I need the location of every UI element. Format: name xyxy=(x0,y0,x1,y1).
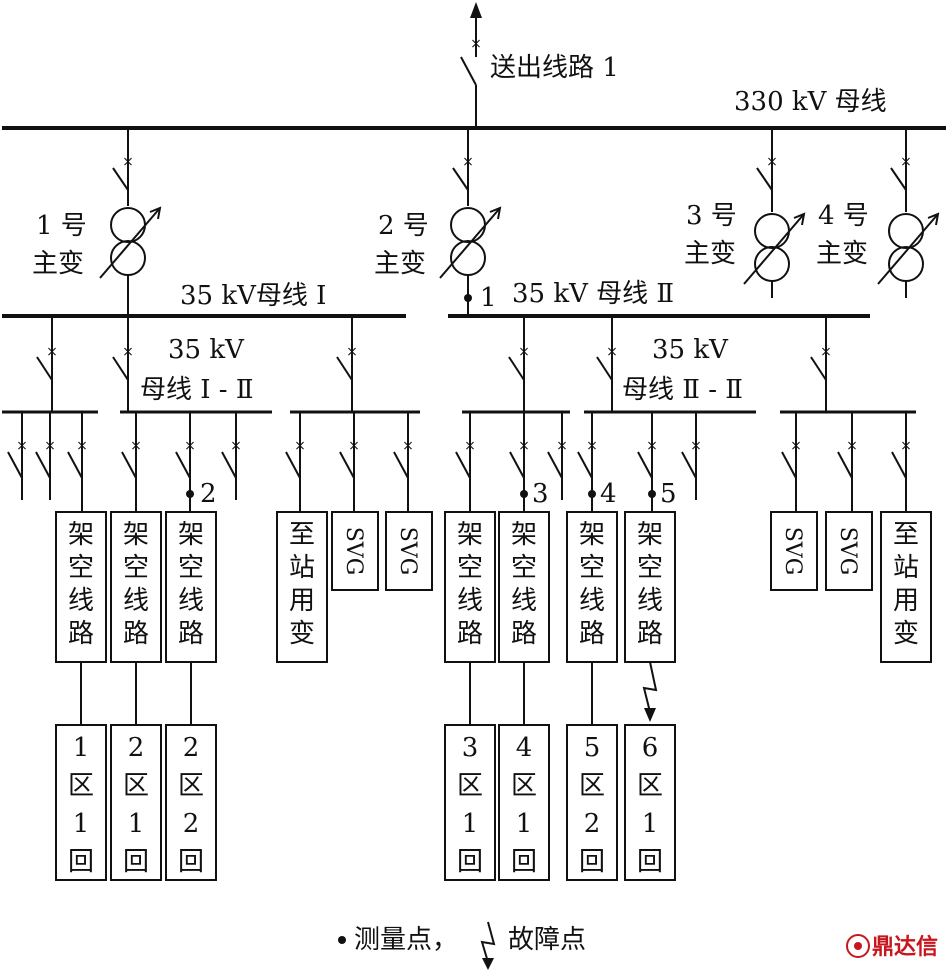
breaker-marks: × × × × × × × × × × × × × × × × × × × × × × × × × × × × xyxy=(16,154,912,454)
legend-measure: 测量点 xyxy=(354,925,432,955)
svg-text:×: × xyxy=(586,438,598,454)
svg-text:×: × xyxy=(820,344,832,360)
bus-35-1-2-name: 母线 Ⅰ - Ⅱ xyxy=(140,375,254,405)
t3-num-label: 3 号 xyxy=(686,201,737,231)
branch-bus2-a xyxy=(508,316,525,412)
bus-35-1-label: 35 kV母线 Ⅰ xyxy=(180,281,326,311)
svg-text:×: × xyxy=(44,438,56,454)
svg-text:×: × xyxy=(462,154,474,170)
t4-name-label: 主变 xyxy=(816,239,868,269)
svg-text:×: × xyxy=(900,154,912,170)
svg-text:×: × xyxy=(766,154,778,170)
transformer-1 xyxy=(99,128,162,316)
measure-point-2: 2 xyxy=(200,479,217,509)
svg-text:×: × xyxy=(46,344,58,360)
logo-text: 鼎达信 xyxy=(872,934,938,960)
overhead-line-box-label: 架空线路 xyxy=(123,520,149,649)
legend: 测量点 ， 故障点 xyxy=(338,921,586,970)
transformer-4 xyxy=(877,128,940,298)
t1-name-label: 主变 xyxy=(32,249,84,279)
legend-fault: 故障点 xyxy=(508,925,586,955)
svg-text:×: × xyxy=(846,438,858,454)
svg-text:×: × xyxy=(518,344,530,360)
svg-text:×: × xyxy=(122,344,134,360)
zone-connectors xyxy=(80,662,593,725)
measure-point-4: 4 xyxy=(600,479,617,509)
fault-symbol xyxy=(642,661,658,722)
svg-text:×: × xyxy=(690,438,702,454)
bus-330-label: 330 kV 母线 xyxy=(734,87,887,117)
outgoing-line: × xyxy=(460,2,482,128)
watermark-logo: 鼎达信 xyxy=(846,934,938,960)
svg-text:×: × xyxy=(346,344,358,360)
t3-name-label: 主变 xyxy=(684,239,736,269)
t2-name-label: 主变 xyxy=(374,249,426,279)
svg-box-label: SVG xyxy=(780,527,805,576)
svg-text:×: × xyxy=(16,438,28,454)
overhead-line-box-label: 架空线路 xyxy=(579,520,605,649)
branch-bus2-c xyxy=(810,316,827,412)
bus-35-1-2-kv: 35 kV xyxy=(168,335,245,365)
svg-text:×: × xyxy=(464,438,476,454)
transformer-3 xyxy=(743,128,806,298)
svg-text:×: × xyxy=(606,344,618,360)
branch-bus1-right xyxy=(336,316,353,412)
svg-text:×: × xyxy=(900,438,912,454)
svg-text:×: × xyxy=(294,438,306,454)
box-labels: 架空线路 架空线路 架空线路 架空线路 架空线路 架空线路 架空线路 至站用变 至站用变 SVG S… xyxy=(68,520,919,877)
overhead-line-box-label: 架空线路 xyxy=(178,520,204,649)
svg-text:×: × xyxy=(130,438,142,454)
outgoing-line-label: 送出线路 1 xyxy=(490,53,619,83)
branch-bus2-b xyxy=(596,316,613,412)
branch-bus1-mid xyxy=(112,316,129,412)
svg-box-label: SVG xyxy=(835,527,860,576)
bus-35-2-2-kv: 35 kV xyxy=(652,335,729,365)
measure-dots xyxy=(186,294,656,498)
t2-num-label: 2 号 xyxy=(378,211,429,241)
svg-text:×: × xyxy=(76,438,88,454)
measure-point-5: 5 xyxy=(660,479,677,509)
station-transformer-box-label: 至站用变 xyxy=(893,520,919,649)
zone-boxes xyxy=(55,724,676,881)
overhead-line-box-label: 架空线路 xyxy=(457,520,483,649)
svg-text:×: × xyxy=(518,438,530,454)
station-transformer-box-label: 至站用变 xyxy=(289,520,315,649)
svg-text:×: × xyxy=(230,438,242,454)
svg-box-label: SVG xyxy=(395,527,420,576)
legend-sep: ， xyxy=(432,925,458,955)
svg-text:×: × xyxy=(470,36,482,52)
overhead-line-box-label: 架空线路 xyxy=(637,520,663,649)
measure-point-3: 3 xyxy=(532,479,549,509)
transformer-2 xyxy=(439,128,502,316)
feeders xyxy=(7,412,907,512)
bus-35-2-label: 35 kV 母线 Ⅱ xyxy=(512,279,674,309)
bus-35-2-2-name: 母线 Ⅱ - Ⅱ xyxy=(622,375,743,405)
svg-text:×: × xyxy=(184,438,196,454)
svg-box-label: SVG xyxy=(341,527,366,576)
t4-num-label: 4 号 xyxy=(818,201,869,231)
overhead-line-box-label: 架空线路 xyxy=(68,520,94,649)
overhead-line-box-label: 架空线路 xyxy=(511,520,537,649)
svg-text:×: × xyxy=(646,438,658,454)
svg-text:×: × xyxy=(790,438,802,454)
svg-text:×: × xyxy=(348,438,360,454)
branch-bus1-left xyxy=(36,316,53,412)
svg-text:×: × xyxy=(556,438,568,454)
svg-text:×: × xyxy=(122,154,134,170)
t1-num-label: 1 号 xyxy=(36,211,87,241)
measure-point-1: 1 xyxy=(480,283,497,313)
svg-text:×: × xyxy=(402,438,414,454)
